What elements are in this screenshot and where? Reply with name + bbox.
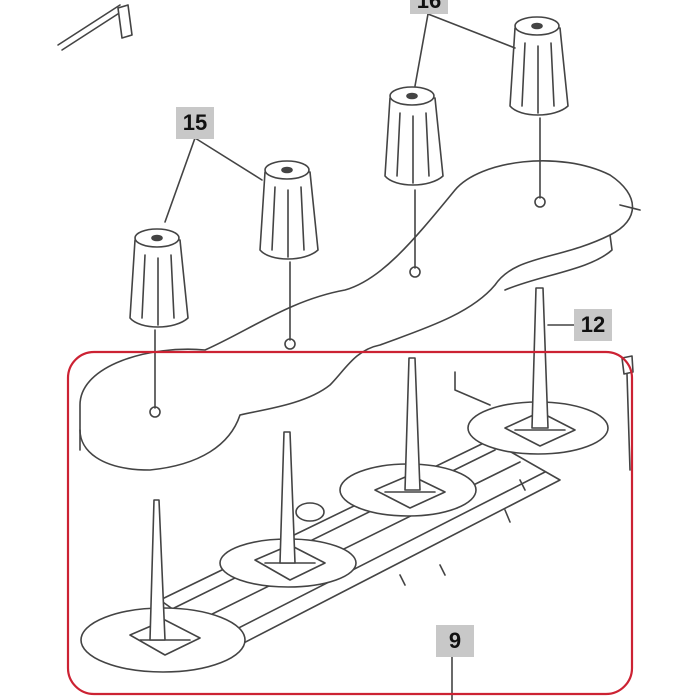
spool-cap-4 <box>509 16 569 116</box>
spool-cap-3 <box>384 86 444 186</box>
wire-fragment <box>57 4 133 51</box>
callout-part-12: 12 <box>574 309 612 341</box>
highlight-frame <box>66 350 634 696</box>
spool-cap-1 <box>129 228 189 328</box>
upper-spool-tray <box>79 117 641 471</box>
leader-lines <box>164 13 575 700</box>
callout-part-15: 15 <box>176 107 214 139</box>
spool-cap-2 <box>259 160 319 260</box>
lower-base-assembly <box>80 287 634 673</box>
callout-part-16: 16 <box>410 0 448 14</box>
callout-part-9: 9 <box>436 625 474 657</box>
